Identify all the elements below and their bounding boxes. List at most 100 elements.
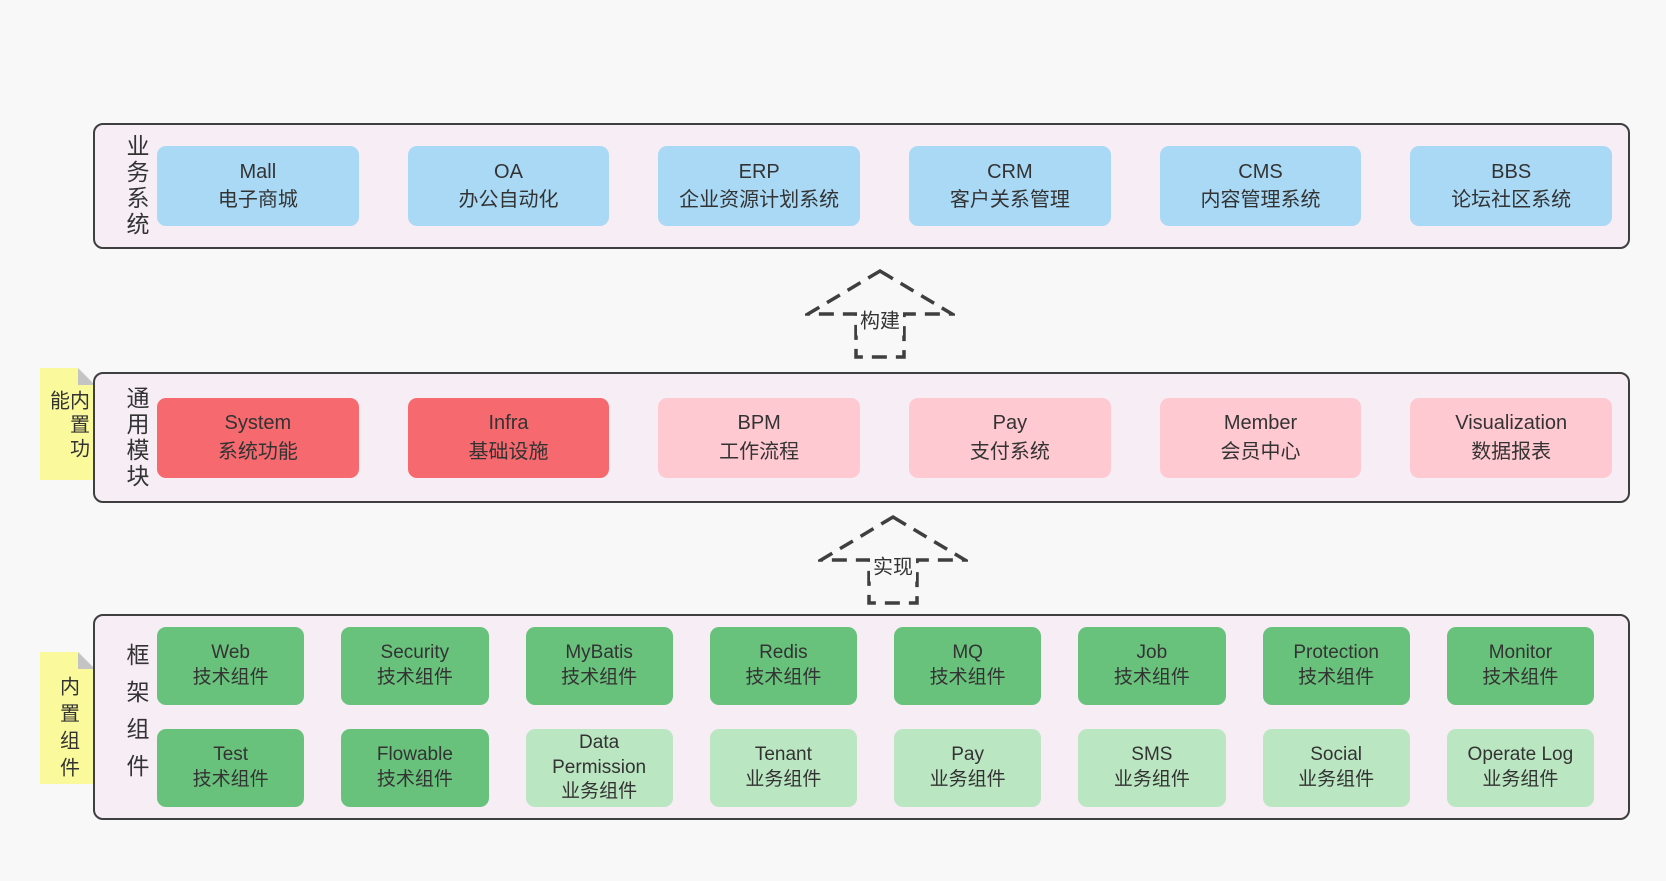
box-desc: 内容管理系统: [1200, 189, 1321, 211]
box-crm: CRM 客户关系管理: [909, 146, 1111, 226]
panel-framework-components: 框架组件 Web 技术组件 Security 技术组件 MyBatis 技术组件…: [93, 614, 1630, 820]
box-name: Infra: [488, 412, 529, 435]
box-security: Security 技术组件: [341, 627, 489, 705]
dashed-up-arrow-icon: [805, 268, 955, 359]
box-desc: 技术组件: [192, 769, 269, 790]
box-tenant: Tenant 业务组件: [709, 729, 857, 807]
box-name: SMS: [1131, 744, 1173, 766]
box-desc: 数据报表: [1471, 440, 1552, 463]
box-erp: ERP 企业资源计划系统: [658, 146, 861, 226]
framework-row-2: Test 技术组件 Flowable 技术组件 Data Permission …: [157, 729, 1594, 807]
box-desc: 技术组件: [1482, 667, 1559, 688]
panel-business-systems: 业务系统 Mall 电子商城 OA 办公自动化 ERP 企业资源计划系统 CRM…: [93, 123, 1630, 249]
box-name: Operate Log: [1467, 744, 1574, 766]
box-name: Pay: [992, 412, 1028, 435]
box-web: Web 技术组件: [157, 627, 305, 705]
box-oa: OA 办公自动化: [407, 146, 610, 226]
box-mybatis: MyBatis 技术组件: [525, 627, 673, 705]
box-name: ERP: [738, 160, 780, 183]
box-name: Security: [380, 642, 450, 664]
box-desc: 业务组件: [1298, 769, 1375, 790]
sticky-note-text: 内置功能: [46, 390, 89, 462]
sticky-note-builtin-components: 内置组件: [40, 652, 95, 784]
box-desc: 技术组件: [376, 769, 453, 790]
box-desc: 系统功能: [217, 440, 298, 463]
box-desc: 客户关系管理: [949, 189, 1070, 211]
box-operate-log: Operate Log 业务组件: [1446, 729, 1594, 807]
box-name: Member: [1223, 412, 1298, 435]
box-mq: MQ 技术组件: [894, 627, 1042, 705]
box-system: System 系统功能: [157, 397, 359, 478]
box-test: Test 技术组件: [157, 729, 305, 807]
box-desc: 基础设施: [468, 440, 549, 463]
panel-framework-label: 框架组件: [123, 643, 149, 791]
panel-business-label: 业务系统: [123, 134, 149, 238]
box-name: Flowable: [376, 744, 453, 766]
box-member: Member 会员中心: [1159, 397, 1362, 478]
box-name: Data Permission: [552, 731, 647, 778]
box-protection: Protection 技术组件: [1262, 627, 1410, 705]
box-name: Job: [1136, 642, 1168, 664]
box-name: Pay: [951, 744, 984, 766]
box-social: Social 业务组件: [1262, 729, 1410, 807]
box-name: OA: [494, 160, 523, 183]
box-bpm: BPM 工作流程: [658, 397, 861, 478]
box-desc: 技术组件: [561, 667, 638, 688]
box-desc: 业务组件: [929, 769, 1006, 790]
implement-arrow: 实现: [818, 514, 968, 606]
box-name: Visualization: [1455, 412, 1568, 435]
box-name: MQ: [952, 642, 983, 664]
box-desc: 会员中心: [1220, 440, 1301, 463]
box-name: Redis: [759, 642, 808, 664]
box-name: Web: [211, 642, 250, 664]
implement-arrow-label: 实现: [870, 548, 916, 582]
build-arrow-label: 构建: [857, 302, 903, 336]
box-name: BPM: [737, 412, 781, 435]
panel-modules-label: 通用模块: [123, 385, 149, 490]
box-desc: 业务组件: [1482, 769, 1559, 790]
box-name: Mall: [239, 160, 277, 183]
box-sms: SMS 业务组件: [1078, 729, 1226, 807]
box-desc: 电子商城: [217, 189, 298, 211]
build-arrow: 构建: [805, 268, 955, 360]
box-desc: 支付系统: [969, 440, 1050, 463]
box-name: CRM: [987, 160, 1033, 183]
box-name: Test: [213, 744, 249, 766]
box-desc: 论坛社区系统: [1451, 189, 1572, 211]
box-name: CMS: [1238, 160, 1283, 183]
box-desc: 技术组件: [1113, 667, 1190, 688]
module-boxes: System 系统功能 Infra 基础设施 BPM 工作流程 Pay 支付系统…: [147, 397, 1628, 478]
sticky-note-builtin-functions: 内置功能: [40, 368, 95, 480]
box-name: Tenant: [754, 744, 812, 766]
box-visualization: Visualization 数据报表: [1410, 397, 1613, 478]
box-desc: 技术组件: [1298, 667, 1375, 688]
box-pay-component: Pay 业务组件: [894, 729, 1042, 807]
panel-common-modules: 通用模块 System 系统功能 Infra 基础设施 BPM 工作流程 Pay…: [93, 372, 1630, 503]
framework-row-1: Web 技术组件 Security 技术组件 MyBatis 技术组件 Redi…: [157, 627, 1594, 705]
box-job: Job 技术组件: [1078, 627, 1226, 705]
box-desc: 企业资源计划系统: [679, 189, 840, 211]
box-name: BBS: [1491, 160, 1532, 183]
box-desc: 业务组件: [561, 781, 638, 803]
box-cms: CMS 内容管理系统: [1159, 146, 1362, 226]
box-name: Monitor: [1488, 642, 1553, 664]
box-desc: 技术组件: [929, 667, 1006, 688]
box-monitor: Monitor 技术组件: [1446, 627, 1594, 705]
box-name: MyBatis: [565, 642, 633, 664]
box-redis: Redis 技术组件: [709, 627, 857, 705]
box-flowable: Flowable 技术组件: [341, 729, 489, 807]
framework-rows: Web 技术组件 Security 技术组件 MyBatis 技术组件 Redi…: [147, 627, 1628, 807]
box-desc: 工作流程: [719, 440, 800, 463]
dashed-up-arrow-icon: [818, 514, 968, 605]
box-name: Protection: [1293, 642, 1379, 664]
box-mall: Mall 电子商城: [157, 146, 359, 226]
box-bbs: BBS 论坛社区系统: [1410, 146, 1613, 226]
box-infra: Infra 基础设施: [407, 397, 610, 478]
box-desc: 技术组件: [745, 667, 822, 688]
box-desc: 业务组件: [745, 769, 822, 790]
box-data-permission: Data Permission 业务组件: [525, 729, 673, 807]
box-desc: 办公自动化: [458, 189, 559, 211]
box-desc: 技术组件: [376, 667, 453, 688]
box-pay-module: Pay 支付系统: [909, 397, 1111, 478]
